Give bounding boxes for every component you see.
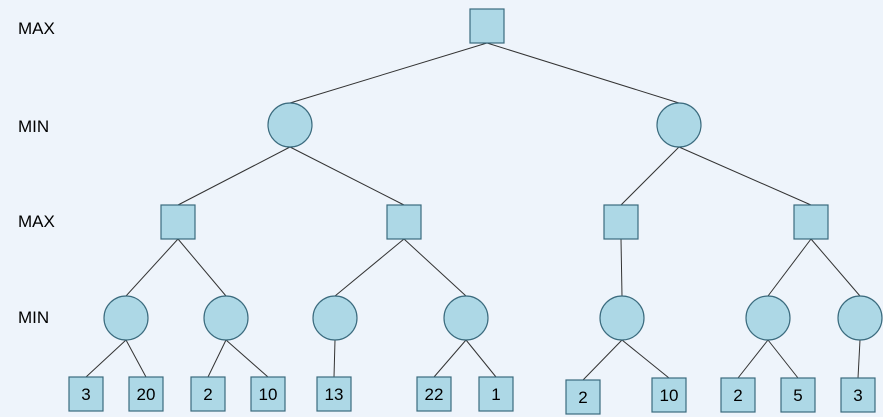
- tree-edge: [125, 238, 179, 297]
- leaf-node: 20: [128, 376, 164, 412]
- leaf-value: 2: [578, 388, 587, 407]
- tree-edge: [85, 339, 127, 378]
- leaf-square: [416, 376, 452, 412]
- tree-edge: [177, 238, 227, 297]
- leaf-square: [190, 376, 226, 412]
- tree-edge: [582, 339, 623, 381]
- edges: [85, 42, 861, 381]
- leaf-node: 2: [720, 377, 756, 413]
- level-label-min-3: MIN: [18, 308, 50, 327]
- tree-edge: [767, 238, 812, 297]
- tree-edge: [403, 238, 467, 297]
- leaf-node: 3: [68, 376, 104, 412]
- level-label-min-1: MIN: [18, 117, 50, 136]
- leaf-node: 3: [840, 377, 876, 413]
- leaf-square: [565, 379, 601, 415]
- max-node: [793, 204, 829, 240]
- leaf-value: 22: [425, 385, 444, 404]
- min-node: [312, 295, 358, 341]
- tree-edge: [486, 42, 680, 104]
- level-label-max-2: MAX: [18, 212, 55, 231]
- nodes: 3 20 2 10 13 22 1 2 10 2 5 3: [68, 8, 883, 415]
- tree-edge: [767, 339, 799, 379]
- tree-edge: [465, 339, 497, 378]
- leaf-square: [316, 376, 352, 412]
- leaf-node: 10: [651, 377, 687, 413]
- min-node: [837, 295, 883, 341]
- leaf-value: 20: [137, 385, 156, 404]
- leaf-value: 10: [259, 385, 278, 404]
- tree-edge: [621, 339, 670, 379]
- tree-edge: [289, 146, 405, 206]
- min-node: [203, 295, 249, 341]
- tree-edge: [333, 339, 336, 378]
- leaf-node: 1: [478, 376, 514, 412]
- leaf-square: [68, 376, 104, 412]
- leaf-value: 3: [81, 385, 90, 404]
- leaf-node: 5: [780, 377, 816, 413]
- tree-edge: [177, 146, 291, 206]
- tree-edge: [289, 42, 488, 104]
- leaf-node: 10: [250, 376, 286, 412]
- leaf-node: 13: [316, 376, 352, 412]
- min-node: [103, 295, 149, 341]
- tree-edge: [620, 238, 623, 297]
- tree-edge: [810, 238, 861, 297]
- leaf-value: 3: [853, 386, 862, 405]
- leaf-square: [780, 377, 816, 413]
- tree-edge: [857, 339, 861, 379]
- tree-edge: [678, 146, 812, 206]
- max-node: [386, 204, 422, 240]
- tree-edge: [225, 339, 269, 378]
- min-node: [656, 102, 702, 148]
- leaf-value: 2: [203, 385, 212, 404]
- leaf-square: [720, 377, 756, 413]
- tree-edge: [737, 339, 769, 379]
- max-node: [469, 8, 505, 44]
- leaf-value: 10: [660, 386, 679, 405]
- tree-edge: [207, 339, 227, 378]
- tree-edge: [620, 146, 680, 206]
- leaf-value: 5: [793, 386, 802, 405]
- leaf-node: 2: [565, 379, 601, 415]
- min-node: [599, 295, 645, 341]
- min-node: [443, 295, 489, 341]
- leaf-node: 22: [416, 376, 452, 412]
- leaf-value: 13: [325, 385, 344, 404]
- min-node: [267, 102, 313, 148]
- max-node: [160, 204, 196, 240]
- leaf-value: 2: [733, 386, 742, 405]
- leaf-value: 1: [491, 385, 500, 404]
- leaf-node: 2: [190, 376, 226, 412]
- tree-edge: [433, 339, 467, 378]
- leaf-square: [840, 377, 876, 413]
- leaf-square: [128, 376, 164, 412]
- tree-edge: [125, 339, 147, 378]
- min-node: [745, 295, 791, 341]
- leaf-square: [478, 376, 514, 412]
- level-label-max-0: MAX: [18, 19, 55, 38]
- max-node: [603, 204, 639, 240]
- leaf-square: [651, 377, 687, 413]
- leaf-square: [250, 376, 286, 412]
- tree-edge: [334, 238, 405, 297]
